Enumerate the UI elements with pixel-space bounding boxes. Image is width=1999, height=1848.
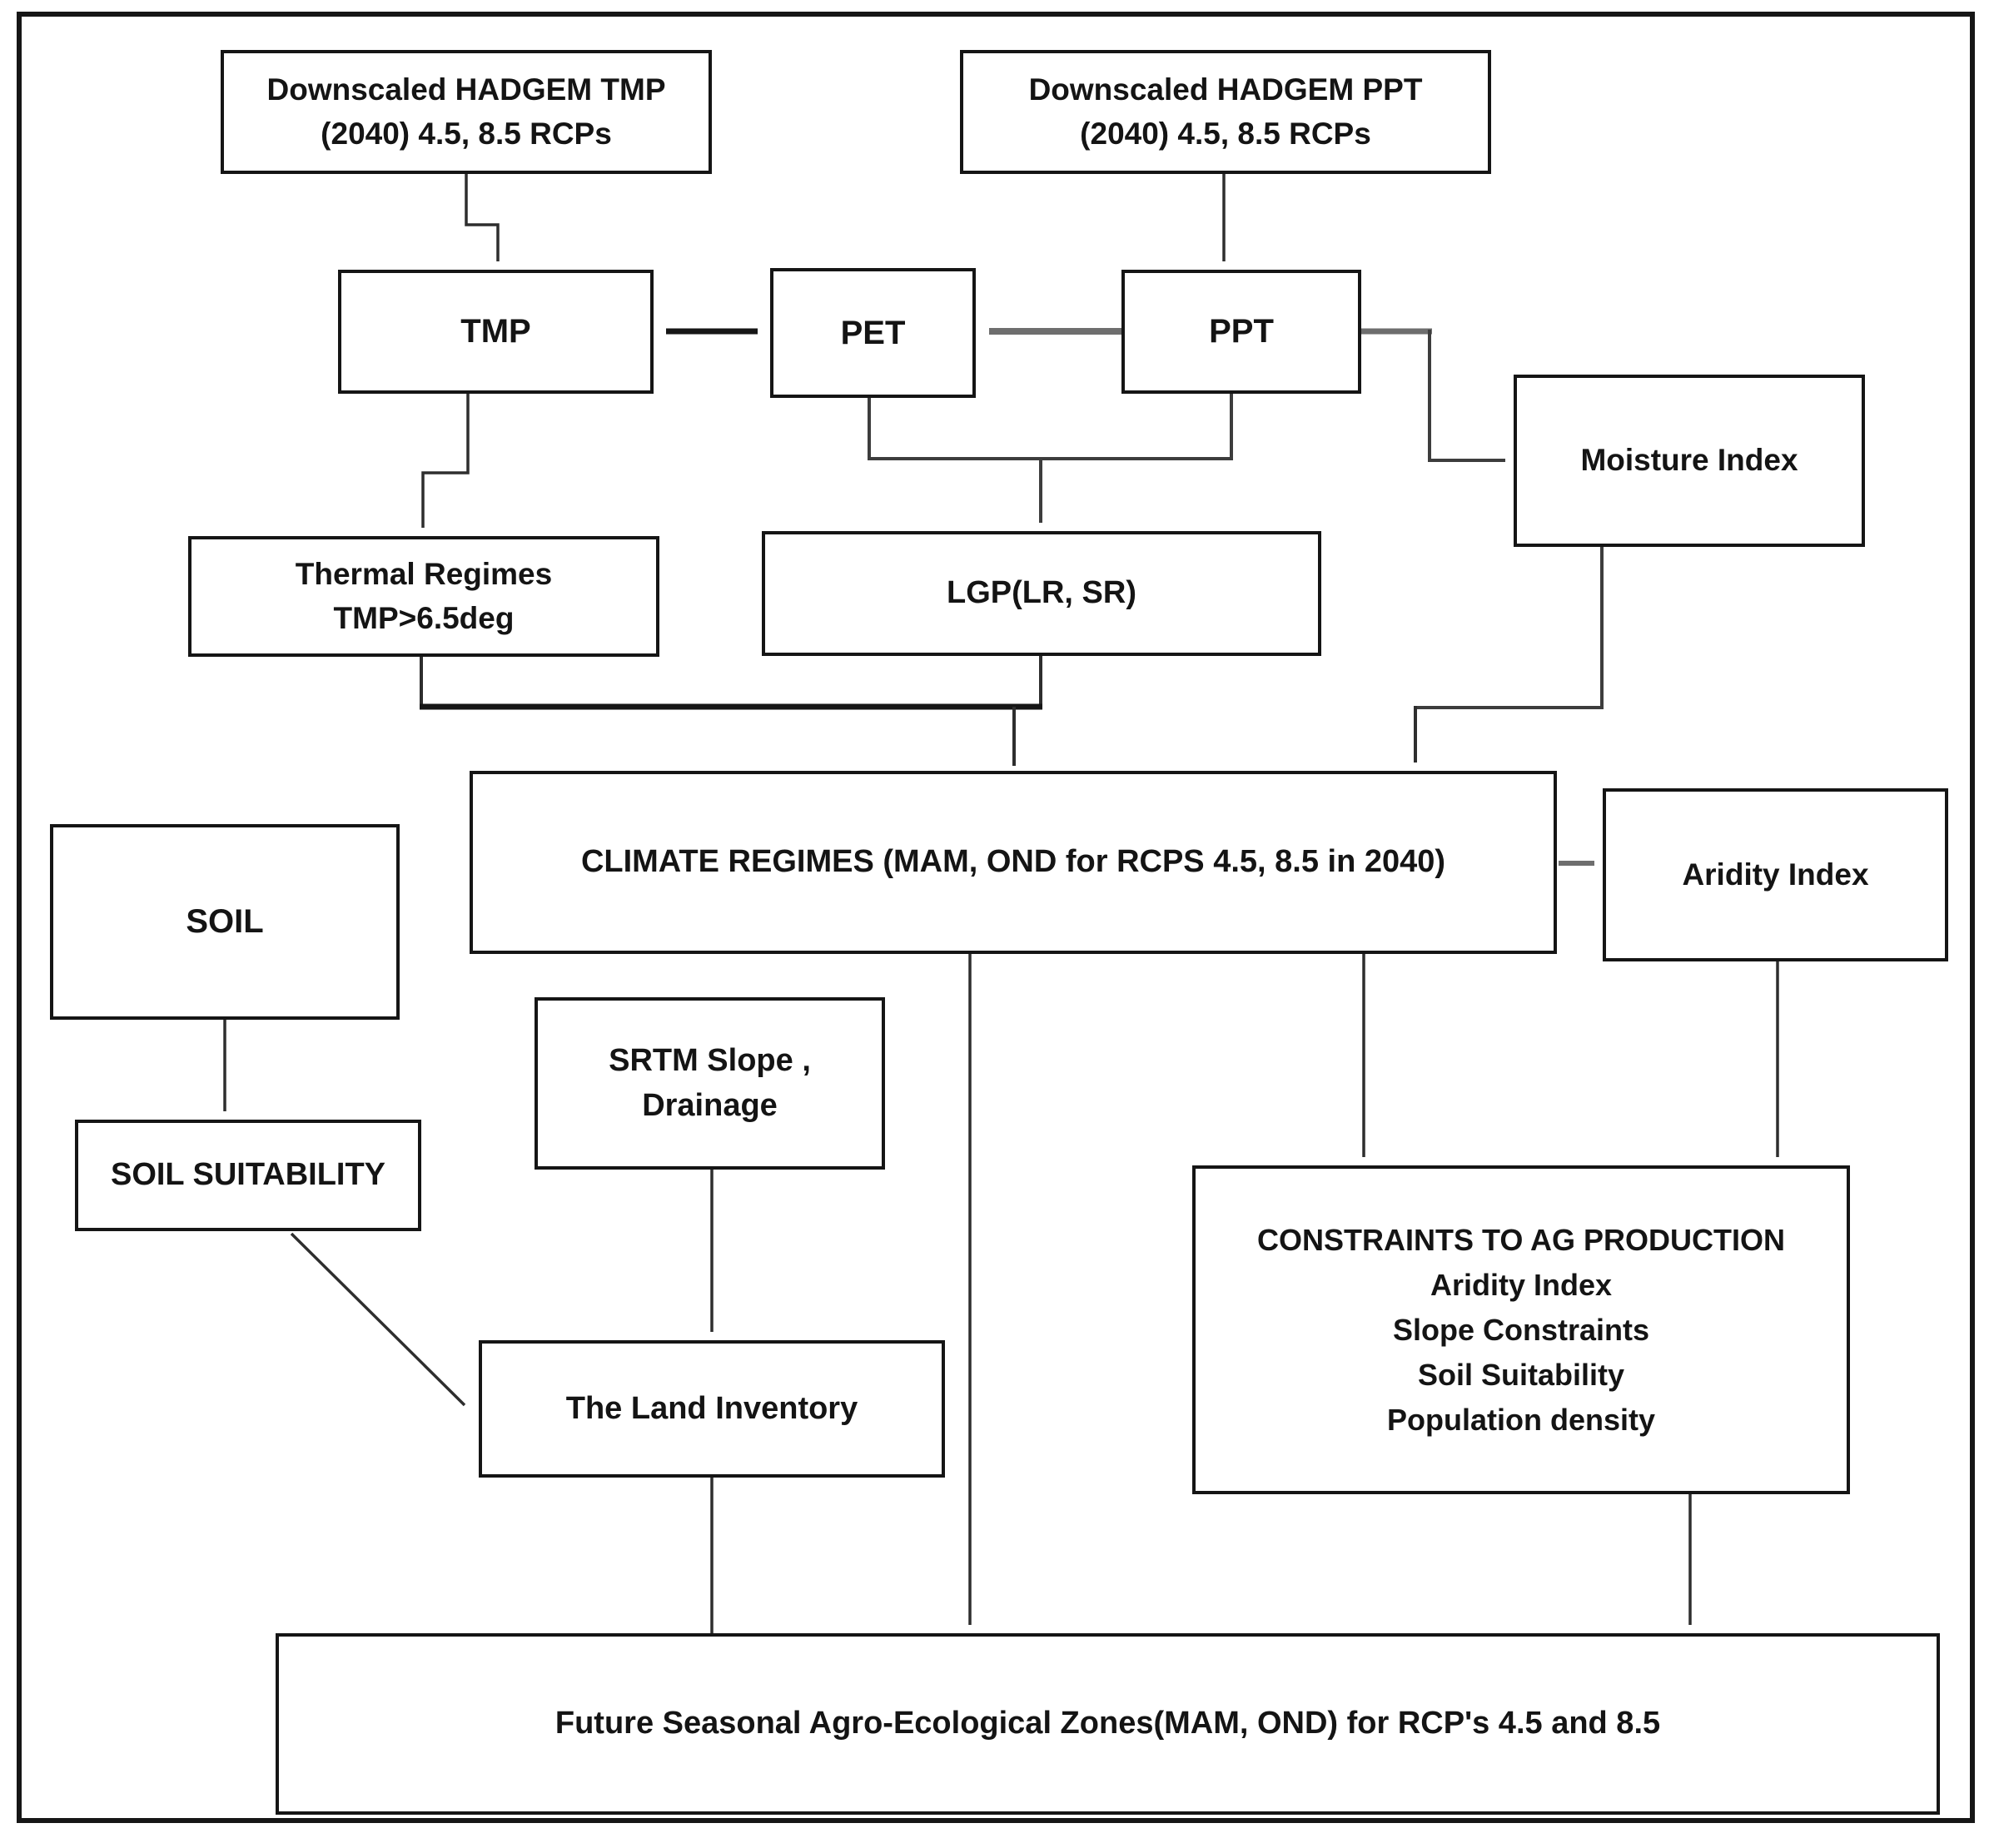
node-label: (2040) 4.5, 8.5 RCPs <box>1080 116 1371 151</box>
node-constraints: CONSTRAINTS TO AG PRODUCTION Aridity Ind… <box>1192 1165 1850 1494</box>
node-label: PPT <box>1209 313 1274 350</box>
node-soil-suitability: SOIL SUITABILITY <box>75 1120 421 1231</box>
line-moisture-drop <box>1414 547 1604 709</box>
constraint-item: Aridity Index <box>1430 1267 1613 1302</box>
node-label: SRTM Slope , <box>609 1042 811 1078</box>
constraint-item: Soil Suitability <box>1417 1357 1625 1392</box>
node-climate-regimes: CLIMATE REGIMES (MAM, OND for RCPS 4.5, … <box>470 771 1557 954</box>
node-label: Thermal Regimes <box>295 556 553 591</box>
node-label: CLIMATE REGIMES (MAM, OND for RCPS 4.5, … <box>580 844 1446 880</box>
node-soil: SOIL <box>50 824 400 1020</box>
node-downscaled-hadgem-ppt: Downscaled HADGEM PPT (2040) 4.5, 8.5 RC… <box>960 50 1491 174</box>
node-aridity-index: Aridity Index <box>1603 788 1948 961</box>
node-label: SOIL SUITABILITY <box>110 1157 386 1193</box>
node-ppt: PPT <box>1121 270 1361 394</box>
node-moisture-index: Moisture Index <box>1514 375 1865 547</box>
node-label: SOIL <box>186 903 264 941</box>
node-tmp: TMP <box>338 270 654 394</box>
node-label: Drainage <box>642 1087 778 1123</box>
node-label: Moisture Index <box>1580 443 1798 478</box>
arrow-tmp-to-thermal <box>421 394 470 528</box>
node-pet: PET <box>770 268 976 398</box>
node-label: TMP <box>460 313 531 350</box>
node-label: Aridity Index <box>1682 857 1869 892</box>
node-label: Downscaled HADGEM TMP <box>266 72 666 107</box>
node-label: (2040) 4.5, 8.5 RCPs <box>321 116 612 151</box>
arrow-suitability-to-land <box>290 1232 466 1407</box>
node-future-zones: Future Seasonal Agro-Ecological Zones(MA… <box>276 1633 1940 1815</box>
node-label: LGP(LR, SR) <box>947 575 1136 611</box>
node-label: TMP>6.5deg <box>333 600 515 635</box>
node-label: The Land Inventory <box>565 1390 858 1426</box>
arrow-ppt-to-moisture <box>1428 330 1505 462</box>
node-label: Future Seasonal Agro-Ecological Zones(MA… <box>554 1706 1661 1741</box>
node-lgp: LGP(LR, SR) <box>762 531 1321 656</box>
node-downscaled-hadgem-tmp: Downscaled HADGEM TMP (2040) 4.5, 8.5 RC… <box>221 50 712 174</box>
constraint-item: Slope Constraints <box>1392 1312 1650 1347</box>
node-thermal-regimes: Thermal Regimes TMP>6.5deg <box>188 536 659 657</box>
arrow-hadgemtmp-to-tmp <box>465 174 500 261</box>
node-srtm-slope-drainage: SRTM Slope , Drainage <box>535 997 885 1170</box>
node-land-inventory: The Land Inventory <box>479 1340 945 1478</box>
constraint-item: Population density <box>1386 1402 1655 1437</box>
node-label: PET <box>840 314 906 351</box>
node-title: CONSTRAINTS TO AG PRODUCTION <box>1256 1222 1785 1257</box>
node-label: Downscaled HADGEM PPT <box>1028 72 1423 107</box>
